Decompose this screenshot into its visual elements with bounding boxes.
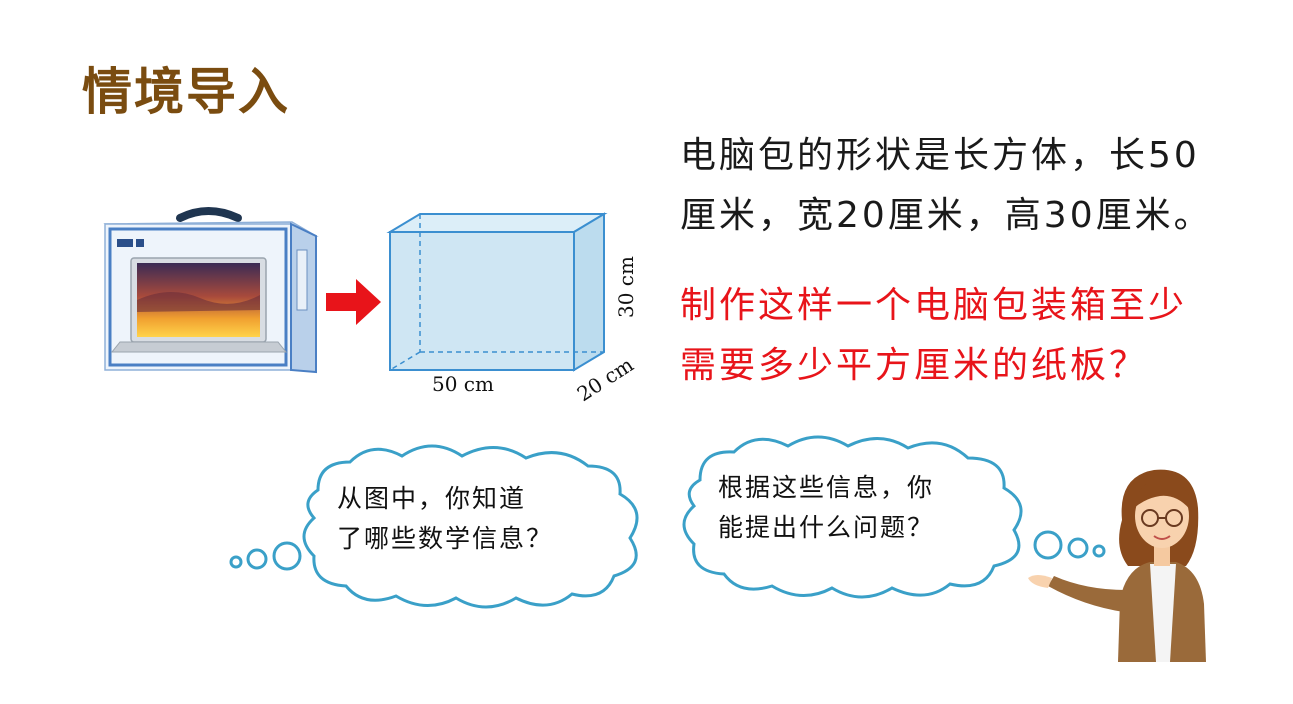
laptop-box-image xyxy=(103,207,319,374)
problem-info: 电脑包的形状是长方体，长50 厘米，宽20厘米，高30厘米。 xyxy=(680,126,1280,246)
bubble-left-text: 从图中，你知道 了哪些数学信息？ xyxy=(337,479,553,559)
problem-question: 制作这样一个电脑包装箱至少 需要多少平方厘米的纸板？ xyxy=(680,276,1280,396)
teacher-illustration xyxy=(1028,469,1206,662)
bubble-right-line-2: 能提出什么问题？ xyxy=(718,513,935,542)
page-title: 情境导入 xyxy=(82,63,290,121)
question-line-2: 需要多少平方厘米的纸板？ xyxy=(680,345,1149,386)
bubble-left-line-1: 从图中，你知道 xyxy=(337,484,527,513)
info-line-2: 厘米，宽20厘米，高30厘米。 xyxy=(680,195,1213,236)
height-label: 30 cm xyxy=(614,256,638,318)
thought-bubble-left xyxy=(229,444,639,609)
info-line-1: 电脑包的形状是长方体，长50 xyxy=(680,135,1200,176)
thought-bubble-right xyxy=(682,435,1106,599)
question-line-1: 制作这样一个电脑包装箱至少 xyxy=(680,285,1188,326)
length-label: 50 cm xyxy=(432,372,494,396)
bubble-right-text: 根据这些信息，你 能提出什么问题？ xyxy=(718,468,934,548)
arrow-right-icon xyxy=(326,279,381,325)
cuboid-diagram xyxy=(386,212,608,372)
bubble-right-line-1: 根据这些信息，你 xyxy=(718,473,935,502)
bubble-left-line-2: 了哪些数学信息？ xyxy=(337,524,554,553)
